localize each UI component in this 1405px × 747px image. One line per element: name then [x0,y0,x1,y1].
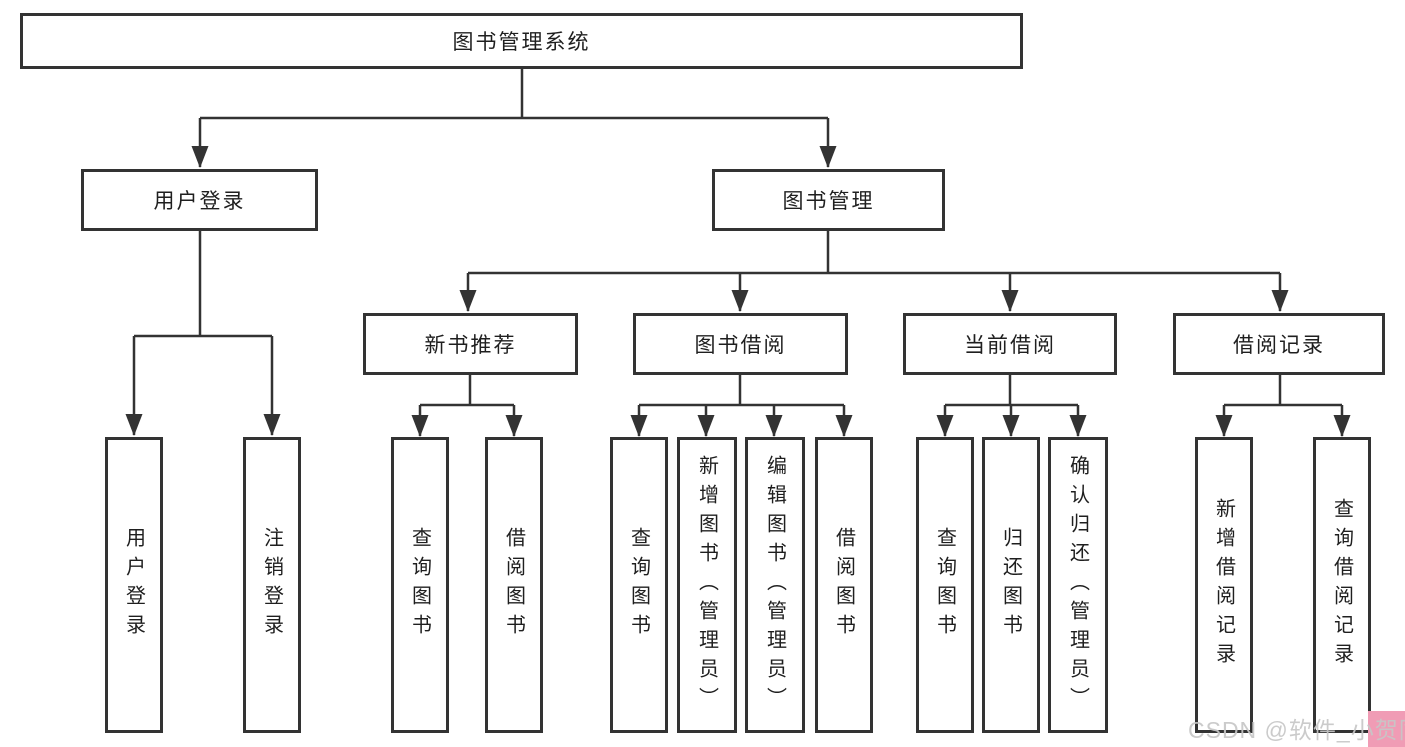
leaf-current-query: 查询图书 [916,437,974,733]
leaf-record-add: 新增借阅记录 [1195,437,1253,733]
leaf-current-return-label: 归还图书 [999,527,1022,643]
leaf-current-confirm-admin-label: 确认归还（管理员） [1066,454,1089,716]
root-to-level2-connectors [191,69,837,168]
node-new-book-recommend-label: 新书推荐 [424,334,517,357]
leaf-logout: 注销登录 [243,437,301,733]
leaf-user-login-label: 用户登录 [122,527,145,643]
leaf-current-confirm-admin: 确认归还（管理员） [1048,437,1108,733]
leaf-borrow-add-admin: 新增图书（管理员） [677,437,737,733]
node-book-borrow: 图书借阅 [633,313,848,375]
watermark-corner-patch [1368,711,1405,747]
leaf-newbook-query-label: 查询图书 [408,527,431,643]
leaf-newbook-borrow-label: 借阅图书 [502,527,525,643]
leaf-borrow-borrow: 借阅图书 [815,437,873,733]
leaf-record-add-label: 新增借阅记录 [1212,498,1235,672]
leaf-logout-label: 注销登录 [260,527,283,643]
node-current-borrow: 当前借阅 [903,313,1117,375]
leaf-borrow-edit-admin: 编辑图书（管理员） [745,437,805,733]
watermark-text: CSDN @软件_小贺同学 [1188,717,1405,743]
node-user-login-label: 用户登录 [153,190,246,213]
leaf-borrow-add-admin-label: 新增图书（管理员） [695,454,718,716]
borrow-record-subtree-connectors [1215,375,1351,437]
leaf-borrow-borrow-label: 借阅图书 [832,527,855,643]
leaf-borrow-edit-admin-label: 编辑图书（管理员） [763,454,786,716]
current-borrow-subtree-connectors [936,375,1087,437]
leaf-current-return: 归还图书 [982,437,1040,733]
node-book-borrow-label: 图书借阅 [694,334,787,357]
leaf-newbook-borrow: 借阅图书 [485,437,543,733]
user-login-subtree-connectors [125,231,281,436]
leaf-record-query-label: 查询借阅记录 [1330,498,1353,672]
node-borrow-records: 借阅记录 [1173,313,1385,375]
new-book-subtree-connectors [411,375,523,437]
node-book-management-label: 图书管理 [782,190,875,213]
leaf-user-login: 用户登录 [105,437,163,733]
leaf-current-query-label: 查询图书 [933,527,956,643]
node-borrow-records-label: 借阅记录 [1233,334,1325,357]
node-new-book-recommend: 新书推荐 [363,313,578,375]
leaf-borrow-query: 查询图书 [610,437,668,733]
node-root-label: 图书管理系统 [452,31,591,54]
book-borrow-subtree-connectors [630,375,853,437]
node-current-borrow-label: 当前借阅 [964,334,1056,357]
leaf-borrow-query-label: 查询图书 [627,527,650,643]
node-root: 图书管理系统 [20,13,1023,69]
leaf-newbook-query: 查询图书 [391,437,449,733]
leaf-record-query: 查询借阅记录 [1313,437,1371,733]
book-management-subtree-connectors [459,231,1289,312]
node-book-management: 图书管理 [712,169,945,231]
node-user-login: 用户登录 [81,169,318,231]
